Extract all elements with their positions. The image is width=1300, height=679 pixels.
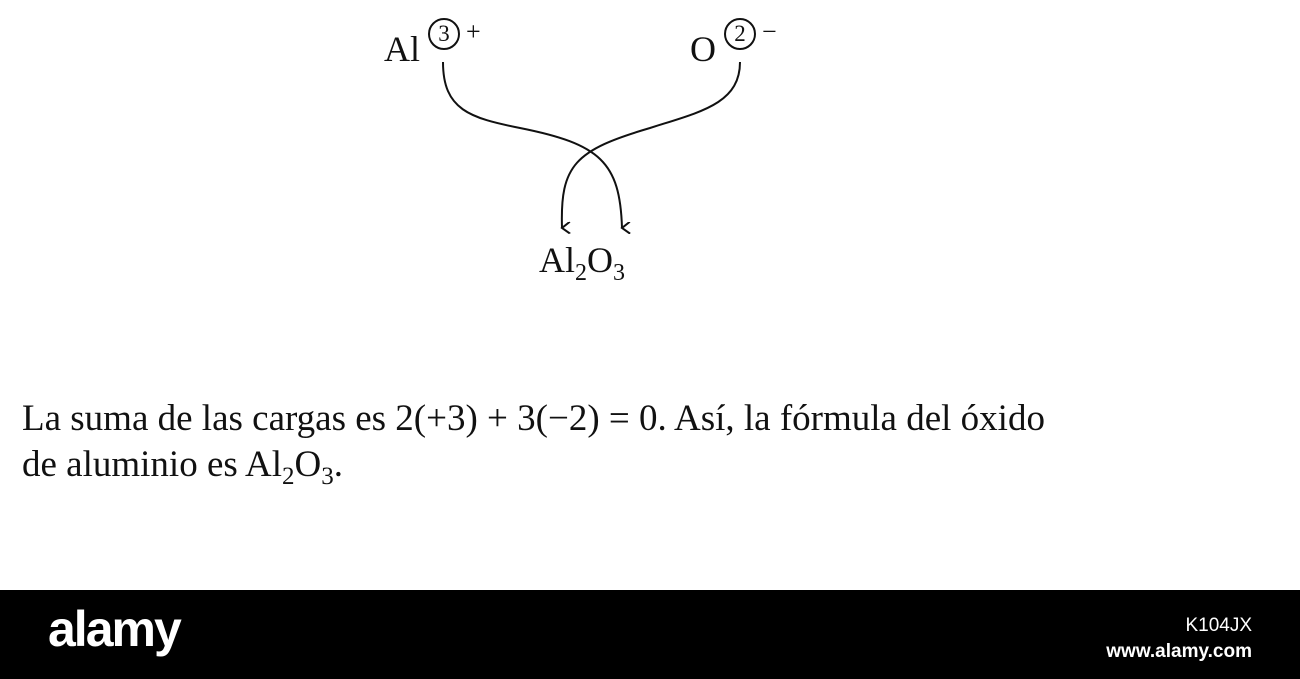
site-url-label: www.alamy.com [1106, 641, 1252, 662]
watermark-bar: alamy K104JX www.alamy.com [0, 590, 1300, 679]
caption-line-1: La suma de las cargas es 2(+3) + 3(−2) =… [22, 398, 1045, 439]
caption-line-2: de aluminio es Al2O3. [22, 442, 1292, 491]
caption-formula-subscript-2: 3 [321, 463, 334, 491]
caption-formula-subscript-1: 2 [282, 463, 295, 491]
caption-text: La suma de las cargas es 2(+3) + 3(−2) =… [22, 396, 1292, 489]
brand-logo: alamy [48, 601, 182, 657]
anion-symbol: O [690, 29, 716, 69]
product-subscript-1: 2 [575, 260, 587, 286]
crossing-arrows-diagram [442, 61, 741, 300]
product-subscript-2: 3 [613, 260, 625, 286]
caption-line-2-suffix: . [333, 444, 343, 486]
image-id-label: K104JX [1185, 615, 1252, 636]
cation-arrow [442, 61, 622, 228]
caption-formula-element-2: O [294, 444, 322, 486]
anion-arrow [562, 61, 741, 228]
product-element-2: O [587, 240, 613, 280]
cation-charge-circle: 3 [428, 18, 460, 50]
anion-charge-circle: 2 [724, 18, 756, 50]
cation-symbol: Al [384, 29, 420, 69]
anion-charge-sign: − [762, 17, 777, 46]
caption-line-2-prefix: de aluminio es [22, 444, 245, 486]
cation-charge-sign: + [466, 17, 481, 46]
product-element-1: Al [539, 240, 575, 280]
caption-formula-element-1: Al [245, 444, 282, 486]
product-formula: Al2O3 [539, 240, 625, 285]
